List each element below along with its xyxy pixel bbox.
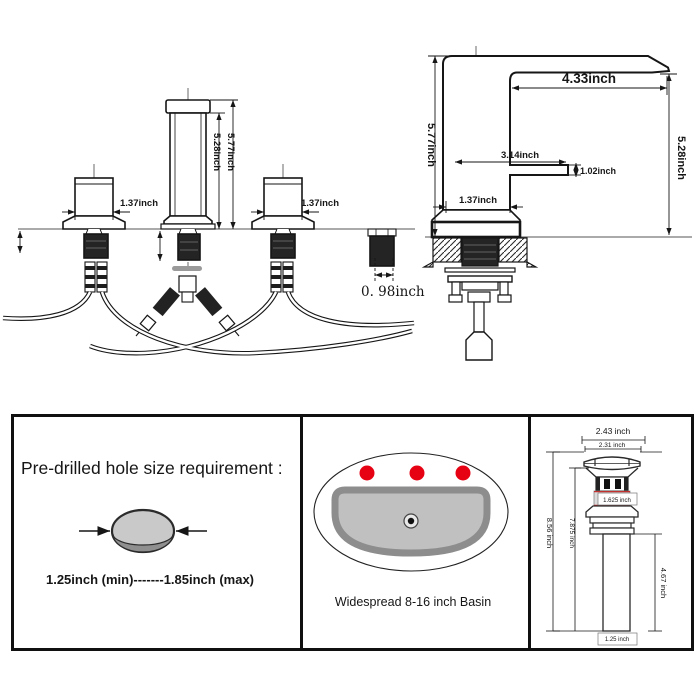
side-view-drawing: [421, 46, 692, 361]
spout-front: [160, 99, 216, 230]
dim-label-lever-reach: 3.14inch: [501, 150, 539, 161]
front-view-drawing: [2, 88, 415, 356]
faucet-hole-dot-left: [359, 465, 375, 481]
shank-piece: [367, 228, 397, 267]
supply-hoses: [2, 290, 415, 356]
faucet-hole-dot-center: [409, 465, 425, 481]
side-mounting-hardware: [421, 237, 539, 361]
dim-label-drain-cap-width: 2.31 inch: [599, 442, 626, 449]
dim-label-drain-top-width: 2.43 inch: [596, 426, 631, 436]
dim-label-drain-total-height: 8.56 inch: [545, 518, 554, 548]
dim-label-drain-tail-height: 4.67 inch: [659, 568, 668, 598]
dim-label-drain-thread: 1.625 inch: [603, 498, 631, 504]
dim-label-lever-thickness: 1.02inch: [580, 166, 616, 176]
dim-label-side-spout-height: 5.28inch: [675, 136, 687, 180]
dim-label-spout-reach: 4.33inch: [562, 71, 616, 86]
hole-panel-title: Pre-drilled hole size requirement :: [21, 458, 283, 478]
dim-label-drain-tube-width: 1.25 inch: [605, 637, 629, 643]
faucet-dimension-drawing: 1.37inch 1.37inch 5.28inch 5.77inch 0. 9…: [2, 46, 692, 361]
dim-label-left-handle-width: 1.37inch: [120, 198, 158, 209]
dim-label-front-body-height: 5.28inch: [211, 133, 222, 171]
basin-caption: Widespread 8-16 inch Basin: [335, 595, 491, 609]
hole-size-range: 1.25inch (min)-------1.85inch (max): [46, 572, 254, 587]
spout-side-profile: [442, 55, 671, 211]
drain-panel: 2.43 inch 2.31 inch 1.625 inch 1.25 inch…: [545, 426, 668, 646]
dim-label-drain-upper-height: 7.875 inch: [568, 518, 575, 548]
left-handle: [62, 177, 126, 230]
spout-underbody: [135, 228, 240, 337]
dim-label-front-total-height: 5.77inch: [225, 133, 236, 171]
basin-panel: Widespread 8-16 inch Basin: [313, 452, 509, 609]
drain-illustration: [546, 436, 662, 646]
basin-illustration: [313, 452, 509, 572]
hole-illustration: [79, 508, 207, 554]
right-handle: [251, 177, 315, 230]
side-view-dimensions: [428, 55, 677, 236]
panel-divider-1: [300, 417, 303, 648]
hole-size-panel: Pre-drilled hole size requirement : 1.25…: [21, 458, 283, 587]
right-handle-underbody: [270, 228, 296, 293]
dim-label-side-total-height: 5.77inch: [425, 123, 437, 167]
dim-label-right-handle-width: 1.37inch: [301, 198, 339, 209]
panel-divider-2: [528, 417, 531, 648]
front-view-dimensions: [17, 99, 394, 281]
dim-label-base-width: 1.37inch: [459, 195, 497, 206]
dim-label-shank-width: 0. 98inch: [361, 284, 425, 300]
faucet-hole-dot-right: [455, 465, 471, 481]
basin-drain-dot: [407, 517, 415, 525]
left-handle-underbody: [83, 228, 109, 293]
